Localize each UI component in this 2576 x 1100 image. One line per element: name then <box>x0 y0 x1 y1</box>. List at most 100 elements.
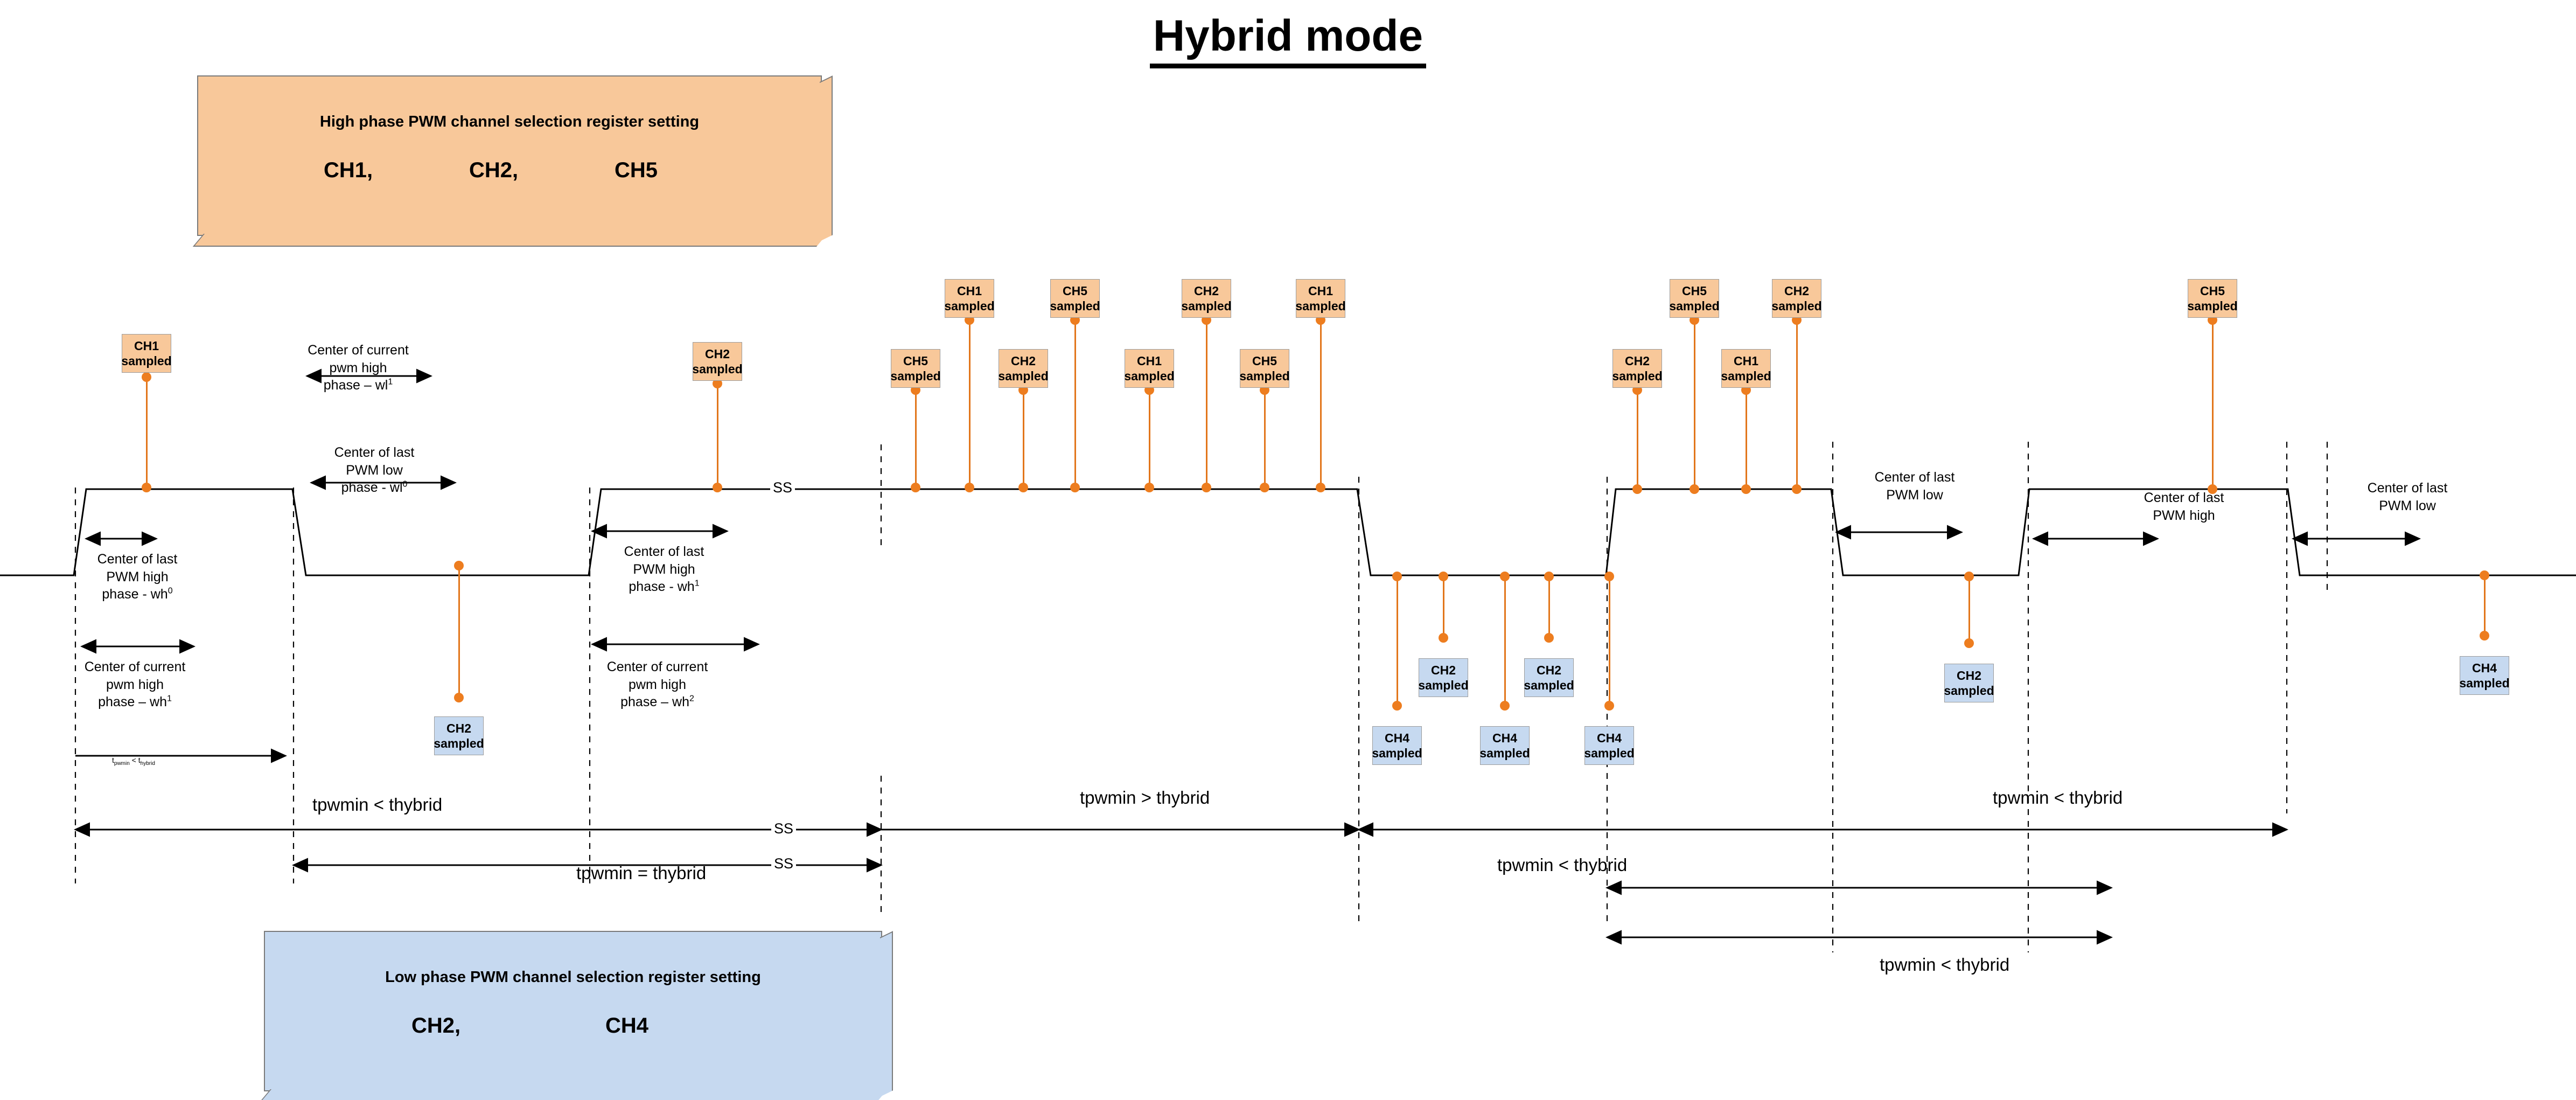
sample-leader-line <box>1149 390 1150 488</box>
sample-point-dot <box>1964 638 1974 648</box>
thybrid-base-sub: hybrid <box>140 760 155 767</box>
tpwmin-lt-thybrid-subscript: tpwmin < thybrid <box>112 756 155 767</box>
sample-leader-line <box>1637 390 1638 489</box>
high-phase-register-channels: CH1, CH2, CH5 <box>198 158 821 183</box>
sample-point-dot <box>1439 572 1448 581</box>
sample-channel-label: CH2 <box>1010 353 1036 368</box>
center-last-pwm-high-wh1-b: Center of last PWM high phase - wh1 <box>624 544 704 594</box>
center-current-pwm-high-wh1: Center of current pwm high phase – wh1 <box>84 659 186 709</box>
sample-channel-label: CH2 <box>704 346 730 361</box>
sample-state-label: sampled <box>1050 299 1100 313</box>
center-last-pwm-high-r2: Center of last PWM high <box>2144 490 2224 523</box>
sample-channel-label: CH4 <box>1492 730 1517 745</box>
sample-point-dot <box>713 483 722 492</box>
sample-leader-line <box>1397 576 1398 706</box>
sample-channel-label: CH2 <box>1430 663 1456 677</box>
sample-point-dot <box>1018 483 1028 492</box>
annotation-superscript: 0 <box>167 586 173 596</box>
sample-state-label: sampled <box>1239 369 1290 383</box>
annotation-superscript: 1 <box>694 579 700 588</box>
low-phase-register-channels: CH2, CH4 <box>265 1014 881 1038</box>
sample-leader-line <box>717 384 718 488</box>
dimension-arrows <box>80 368 2421 654</box>
sample-channel-label: CH2 <box>1956 668 1981 683</box>
sample-state-label: sampled <box>1584 746 1635 760</box>
sample-state-label: sampled <box>2459 676 2510 690</box>
sample-leader-line <box>969 320 971 488</box>
sample-leader-line <box>1796 320 1798 489</box>
sample-leader-line <box>146 377 148 488</box>
sample-channel-label: CH2 <box>1624 353 1650 368</box>
sample-point-dot <box>2480 570 2489 580</box>
sample-channel-label: CH5 <box>903 353 928 368</box>
sample-channel-label: CH2 <box>446 721 471 735</box>
sample-state-label: sampled <box>1372 746 1422 760</box>
sample-state-label: sampled <box>1721 369 1771 383</box>
sample-point-dot <box>1500 701 1510 711</box>
sample-leader-line <box>1746 390 1747 489</box>
sample-leader-line <box>1968 576 1970 643</box>
sample-leader-line <box>1206 320 1207 488</box>
sample-point-dot <box>454 693 464 702</box>
low-reg-ch-1: CH4 <box>605 1014 649 1038</box>
sample-channel-label: CH4 <box>1384 730 1409 745</box>
sample-state-label: sampled <box>1295 299 1346 313</box>
sample-leader-line <box>1694 320 1695 489</box>
sample-point-dot <box>2480 631 2489 640</box>
sample-state-label: sampled <box>890 369 941 383</box>
tpwmin-operator: < <box>129 756 138 764</box>
sample-point-dot <box>1604 572 1614 581</box>
sample-point-dot <box>1202 483 1211 492</box>
sample-point-dot <box>911 483 920 492</box>
low-phase-register-box: Low phase PWM channel selection register… <box>259 931 893 1100</box>
sample-channel-label: CH2 <box>1784 283 1809 298</box>
sample-point-dot <box>1544 572 1554 581</box>
low-phase-register-title: Low phase PWM channel selection register… <box>385 969 761 986</box>
tpwmin-base-sub: pwmin <box>114 760 130 767</box>
sample-state-label: sampled <box>1612 369 1663 383</box>
sample-point-dot <box>1500 572 1510 581</box>
ss-break-timing-1: SS <box>771 820 797 837</box>
sample-leader-line <box>1548 576 1550 638</box>
sample-state-label: sampled <box>692 362 743 376</box>
sample-leader-line <box>1023 390 1024 488</box>
sample-state-label: sampled <box>434 736 484 750</box>
sample-channel-label: CH4 <box>1596 730 1622 745</box>
sample-state-label: sampled <box>1124 369 1175 383</box>
page-title-text: Hybrid mode <box>1149 11 1427 68</box>
high-reg-ch-0: CH1, <box>324 158 373 182</box>
sample-leader-line <box>1609 576 1610 706</box>
sample-channel-label: CH2 <box>1193 283 1219 298</box>
center-last-pwm-high-wh0: Center of last PWM high phase - wh0 <box>97 552 178 602</box>
sample-channel-label: CH1 <box>1733 353 1758 368</box>
sample-point-dot <box>1070 483 1080 492</box>
annotation-superscript: 0 <box>402 479 408 489</box>
high-reg-ch-1: CH2, <box>469 158 519 182</box>
sample-state-label: sampled <box>2187 299 2238 313</box>
